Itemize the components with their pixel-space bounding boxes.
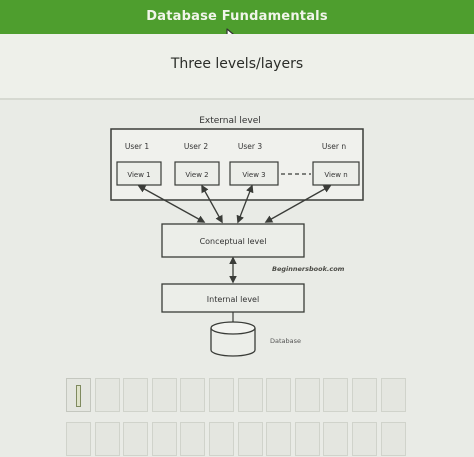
current-slide-marker <box>76 385 81 407</box>
page-subtitle: Three levels/layers <box>170 56 304 72</box>
view-label-1: View 1 <box>127 171 150 179</box>
internal-level-box <box>161 283 305 313</box>
slide-thumbnail[interactable] <box>237 378 263 412</box>
view-box-n <box>312 161 360 186</box>
arrow-view-1 <box>137 185 206 223</box>
view-label-n: View n <box>324 171 347 179</box>
slide-thumbnail[interactable] <box>237 422 263 456</box>
view-box-3 <box>229 161 279 186</box>
arrow-view-n <box>264 185 332 223</box>
watermark: Beginnersbook.com <box>272 265 345 273</box>
slide-thumbnail[interactable] <box>209 378 234 412</box>
slide-thumbnail[interactable] <box>151 378 177 412</box>
external-level-label: External level <box>199 116 261 126</box>
database-cylinder-icon <box>210 321 256 357</box>
slide-thumbnail[interactable] <box>151 422 177 456</box>
slide-thumbnail[interactable] <box>209 422 234 456</box>
slide-thumbnail[interactable] <box>294 378 320 412</box>
view-label-2: View 2 <box>185 171 208 179</box>
user-label-1: User 1 <box>125 142 149 151</box>
slide-thumbnail[interactable] <box>380 422 406 456</box>
user-label-n: User n <box>322 142 346 151</box>
slide-thumbnail[interactable] <box>294 422 320 456</box>
slide-thumbnail[interactable] <box>380 378 406 412</box>
slide-thumbnail[interactable] <box>266 378 292 412</box>
view-to-conceptual-arrows <box>137 184 332 224</box>
database-label: Database <box>270 337 301 345</box>
view-box-1 <box>116 161 162 186</box>
slide-thumbnail[interactable] <box>352 422 377 456</box>
subtitle-band <box>0 34 474 100</box>
arrow-view-2 <box>201 184 223 224</box>
internal-level-label: Internal level <box>207 295 259 304</box>
three-level-architecture-diagram: External level User 1 View 1 User 2 View… <box>110 116 364 357</box>
user-label-3: User 3 <box>238 142 262 151</box>
slide-thumbnail[interactable] <box>66 378 91 412</box>
arrow-view-3 <box>236 184 254 224</box>
slide-thumbnail[interactable] <box>180 378 206 412</box>
window-title: Database Fundamentals <box>146 8 328 24</box>
slide-thumbnail[interactable] <box>123 378 149 412</box>
slide-thumbnail[interactable] <box>66 422 91 456</box>
slide-thumbnail-strip <box>66 378 410 457</box>
slide-thumbnail[interactable] <box>323 422 349 456</box>
slide-thumbnail[interactable] <box>352 378 377 412</box>
slide-thumbnail[interactable] <box>180 422 206 456</box>
slide-thumbnail[interactable] <box>123 422 149 456</box>
slide-thumbnail[interactable] <box>94 422 120 456</box>
slide-thumbnail[interactable] <box>94 378 120 412</box>
slide-thumbnail[interactable] <box>266 422 292 456</box>
view-box-2 <box>174 161 220 186</box>
title-bar: Database Fundamentals <box>0 0 474 34</box>
conceptual-level-label: Conceptual level <box>200 237 267 246</box>
user-label-2: User 2 <box>184 142 208 151</box>
view-label-3: View 3 <box>242 171 265 179</box>
slide-thumbnail[interactable] <box>323 378 349 412</box>
